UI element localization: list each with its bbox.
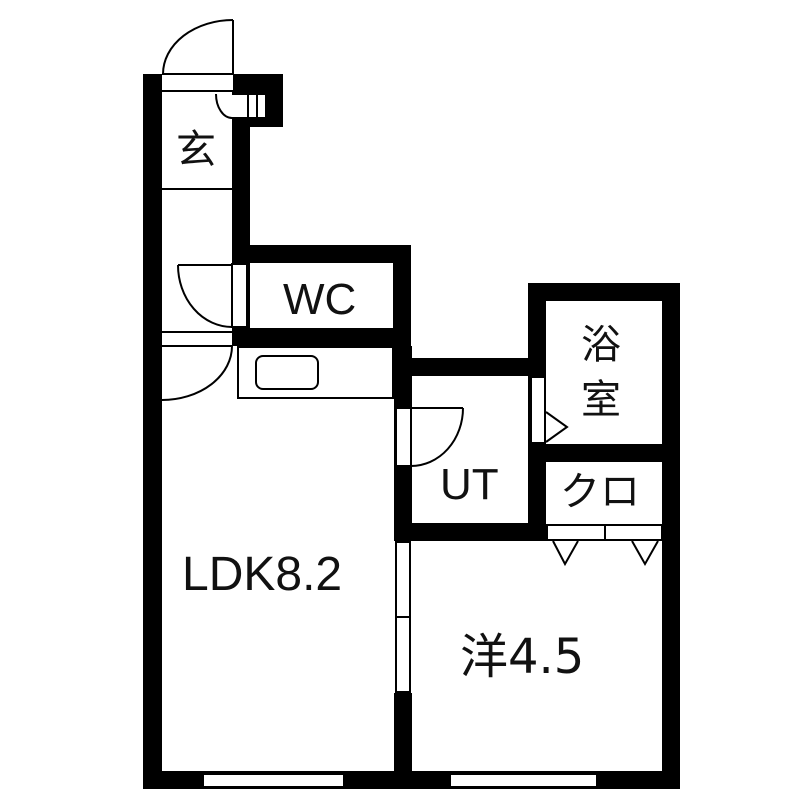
room-label-bath-1: 浴 xyxy=(581,322,621,368)
room-label-wc: WC xyxy=(283,275,357,324)
windows xyxy=(202,773,598,788)
wc-door xyxy=(177,263,248,328)
ldk-door xyxy=(161,331,233,401)
room-label-genkan: 玄 xyxy=(176,127,216,173)
room-label-western: 洋4.5 xyxy=(460,629,585,685)
kitchen-counter xyxy=(237,346,394,399)
sink xyxy=(255,355,319,390)
room-label-ut: UT xyxy=(440,460,499,509)
room-label-closet: クロ xyxy=(560,469,640,515)
closet-doors xyxy=(546,524,663,567)
ut-door xyxy=(395,407,464,467)
room-label-ldk: LDK8.2 xyxy=(182,548,343,601)
sliding-door-ldk-western xyxy=(394,541,412,693)
meter-box xyxy=(215,93,267,119)
entry-door xyxy=(162,19,234,92)
room-label-bath-2: 室 xyxy=(581,377,621,423)
bath-door xyxy=(530,376,569,444)
